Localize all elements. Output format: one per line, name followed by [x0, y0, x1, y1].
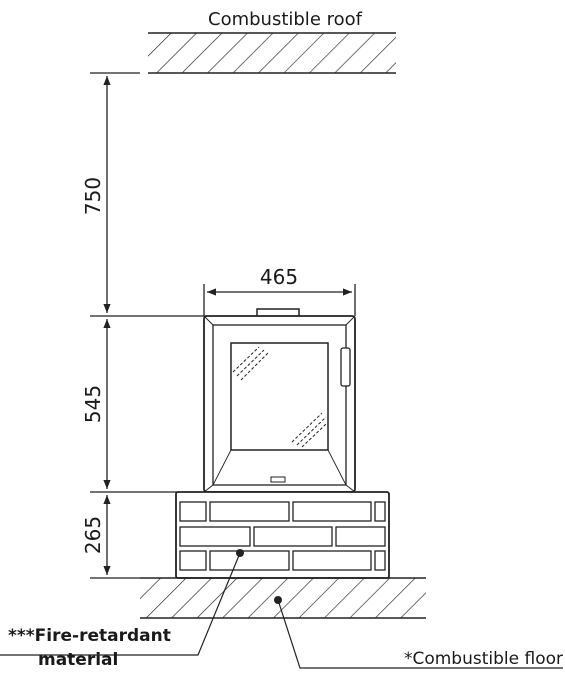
roof-hatch	[148, 32, 396, 74]
stove	[203, 308, 356, 493]
dimension-750: 750	[81, 177, 105, 215]
width-dimension	[203, 284, 356, 316]
dimension-265: 265	[81, 516, 105, 554]
leader-lines	[0, 552, 563, 669]
material-label-line2: material	[38, 650, 118, 670]
floor-label: *Combustible floor	[404, 649, 563, 669]
material-label-line1: ***Fire-retardant	[8, 626, 171, 646]
material-marker	[236, 549, 244, 557]
brick-base	[175, 491, 390, 579]
roof-label: Combustible roof	[208, 9, 363, 30]
dimension-545: 545	[81, 385, 105, 423]
floor-hatch	[140, 577, 426, 619]
vertical-dimension	[90, 72, 207, 579]
dimension-465: 465	[260, 265, 298, 289]
floor-marker	[274, 596, 282, 604]
